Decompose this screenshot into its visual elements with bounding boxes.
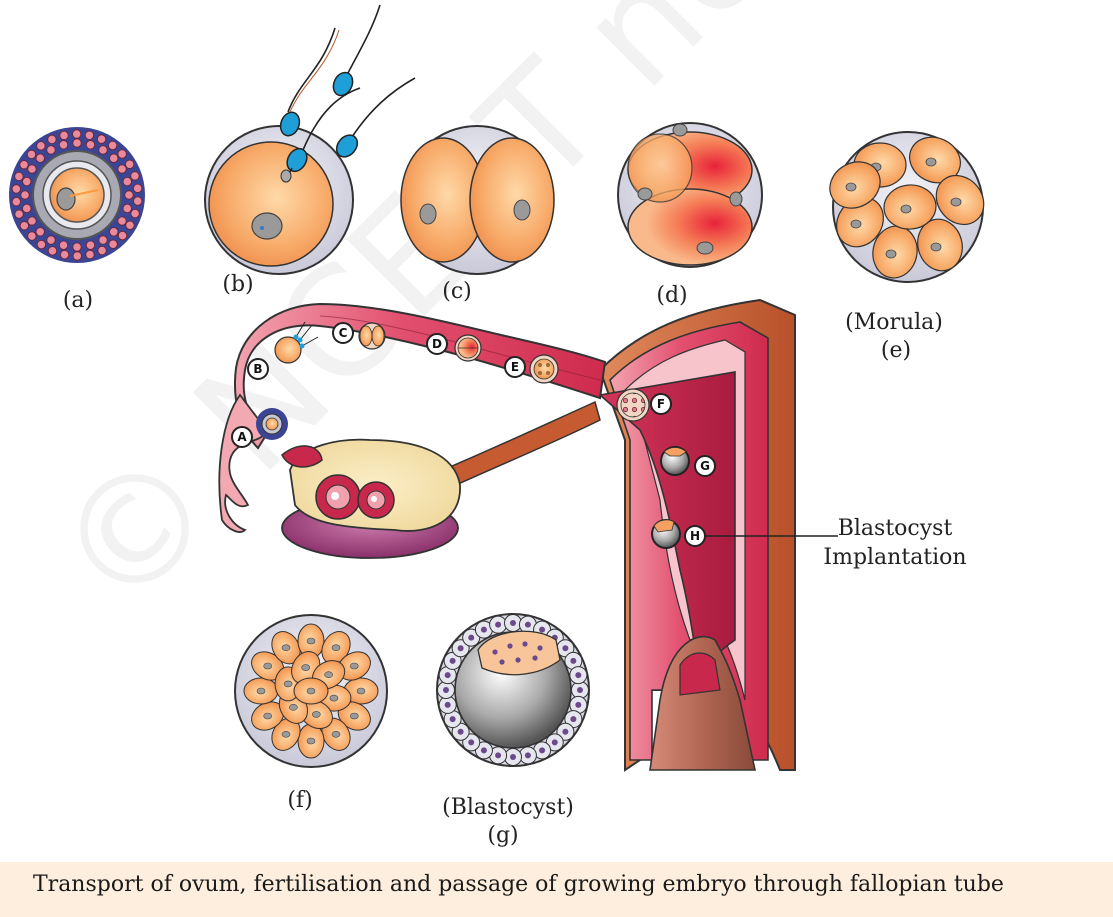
four-cell-stage-d [617,122,763,268]
label-blastocyst: (Blastocyst) [442,795,574,820]
corona-cells [11,129,143,261]
label-g: (g) [487,823,519,848]
figure-caption: Transport of ovum, fertilisation and pas… [0,862,1113,917]
trophoblast-cells [437,614,589,766]
label-morula: (Morula) [845,310,943,335]
label-d: (d) [656,283,688,308]
implanting-blastocyst-H [651,519,681,549]
ovum-stage-a [9,127,145,263]
fimbriae [218,393,270,533]
reproductive-tract [218,298,838,772]
label-e: (e) [880,338,912,363]
embryo-transport-diagram: © NCERT not to be republished [9,0,1113,848]
diagram-canvas: © NCERT not to be republished [9,0,1113,772]
morula-stage-f [234,614,388,768]
blastocyst-G [660,446,690,476]
callout-blastocyst: Blastocyst [837,516,953,541]
sperm-cells [279,4,416,183]
label-c: (c) [442,279,472,304]
inner-cell-mass [477,630,561,676]
marker-C: C [332,322,354,344]
four-cell-D [454,334,482,362]
fertilising-ovum-B [274,321,319,364]
label-a: (a) [62,288,94,313]
label-f: (f) [287,788,313,813]
marker-F: F [650,393,672,415]
fertilisation-stage-b [204,4,416,275]
callout-implantation: Implantation [823,545,967,570]
marker-A: A [231,426,253,448]
label-b: (b) [222,272,254,297]
cervix [649,635,756,771]
blastocyst-stage-g [436,613,590,767]
marker-H: H [684,525,706,547]
marker-E: E [504,356,526,378]
morula-stage-e [829,131,985,283]
ovarian-ligament [437,400,601,492]
marker-D: D [426,333,448,355]
two-cell-stage-c [400,125,555,275]
morula-f-cells [243,623,379,759]
two-cell-C [358,322,386,350]
morula-cells [829,136,985,279]
released-ovum-A [256,408,288,440]
morula-F [616,388,650,422]
ovary-follicles [315,474,395,520]
eight-cell-E [529,354,559,384]
marker-G: G [694,455,716,477]
ruptured-follicle [281,445,323,468]
marker-B: B [247,358,269,380]
